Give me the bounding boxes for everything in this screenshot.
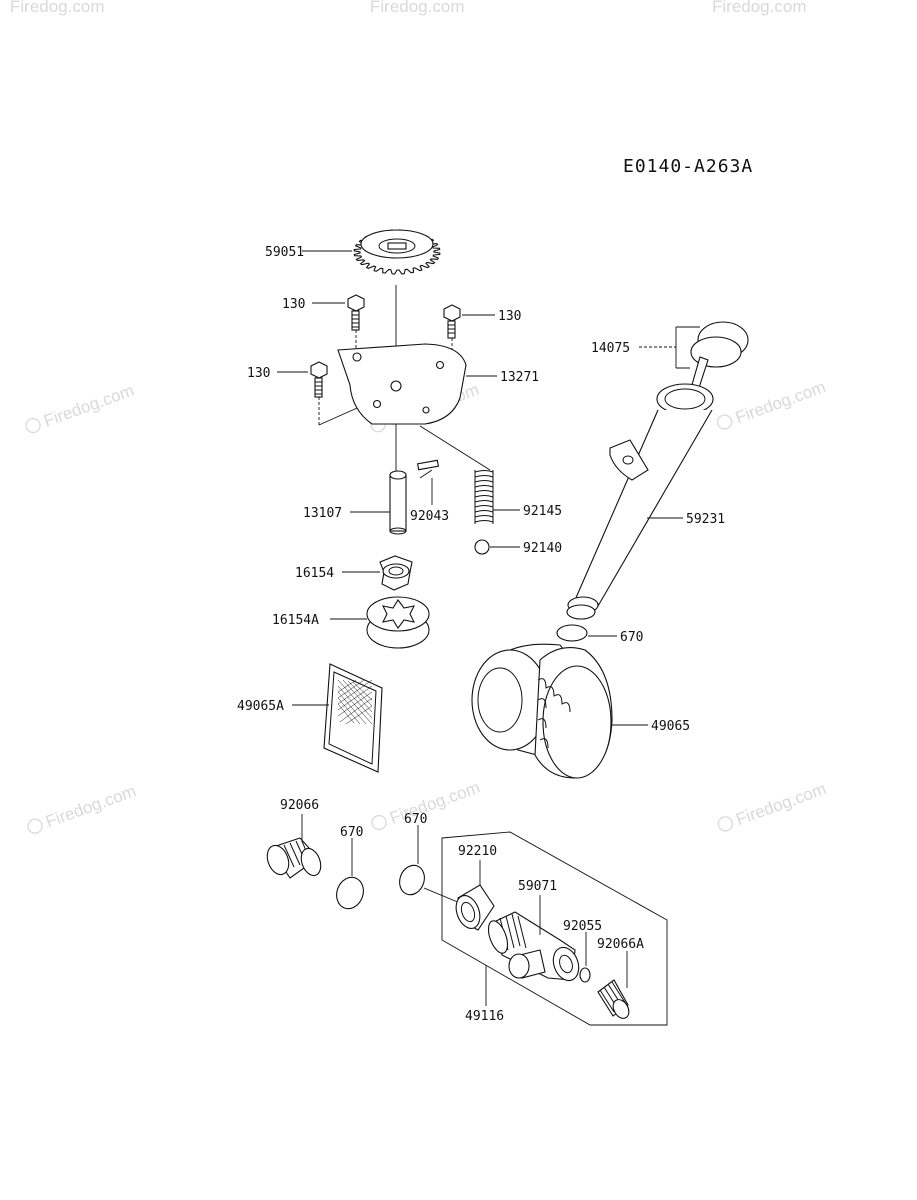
assembly-49116-bracket: 49116 (441, 831, 668, 1026)
label-13271: 13271 (500, 370, 539, 385)
ball-92140: 92140 (474, 539, 562, 556)
plug-92066: 92066 (266, 798, 322, 879)
watermark-top-right: Firedog.com (712, 0, 806, 16)
dipstick-14075: 14075 (591, 321, 749, 398)
svg-text:Firedog.com: Firedog.com (712, 0, 806, 16)
label-49065: 49065 (651, 719, 690, 734)
label-16154A: 16154A (272, 613, 319, 628)
plate-body (337, 343, 467, 425)
svg-text:Firedog.com: Firedog.com (43, 781, 138, 831)
watermark-top-left: Firedog.com (10, 0, 104, 16)
bolt-130-top-left: 130 (282, 294, 365, 362)
svg-text:Firedog.com: Firedog.com (370, 0, 464, 16)
oring-small-92055: 92055 (563, 919, 602, 983)
oring-670-b: 670 (399, 812, 461, 904)
strainer-49065A: 49065A (237, 663, 383, 773)
label-13107: 13107 (303, 506, 342, 521)
svg-text:Firedog.com: Firedog.com (41, 381, 136, 431)
gear-59051: 59051 (265, 229, 441, 275)
plate-13271: 13271 (337, 343, 539, 471)
label-59051: 59051 (265, 245, 304, 260)
label-92055: 92055 (563, 919, 602, 934)
watermark-mid-right: Firedog.com (716, 377, 828, 430)
pipe-joint-59071: 59071 (487, 879, 580, 982)
tube-bracket (609, 439, 649, 481)
watermark-top-center: Firedog.com (370, 0, 464, 16)
label-16154: 16154 (295, 566, 334, 581)
nipple-92066A: 92066A (597, 937, 644, 1019)
label-49116: 49116 (465, 1009, 504, 1024)
svg-text:Firedog.com: Firedog.com (734, 779, 829, 829)
label-670-b: 670 (404, 812, 427, 827)
copyright-icon (716, 414, 733, 430)
outer-rotor-16154A: 16154A (272, 596, 430, 649)
diagram-code: E0140-A263A (623, 156, 753, 177)
watermark-low-left: Firedog.com (27, 781, 139, 834)
copyright-icon (27, 818, 43, 834)
label-130-b: 130 (498, 309, 521, 324)
gear-hole (387, 242, 407, 250)
label-14075: 14075 (591, 341, 630, 356)
pin-92043: 92043 (410, 459, 449, 524)
watermark-low-right: Firedog.com (717, 779, 829, 832)
nut-92210: 92210 (455, 844, 497, 931)
copyright-icon (25, 417, 41, 434)
label-670-a: 670 (340, 825, 363, 840)
svg-text:Firedog.com: Firedog.com (10, 0, 104, 16)
oil-filter-49065: 49065 (471, 643, 690, 779)
inner-rotor-16154: 16154 (295, 555, 413, 591)
label-92043: 92043 (410, 509, 449, 524)
label-670-tube: 670 (620, 630, 643, 645)
label-130-c: 130 (247, 366, 270, 381)
oring-670-tube: 670 (556, 624, 643, 645)
oring-670-a: 670 (336, 825, 364, 910)
label-59231: 59231 (686, 512, 725, 527)
label-130-a: 130 (282, 297, 305, 312)
strainer-mesh (337, 679, 373, 725)
shaft-13107: 13107 (303, 470, 407, 535)
label-92145: 92145 (523, 504, 562, 519)
label-92140: 92140 (523, 541, 562, 556)
spring-92145: 92145 (474, 470, 562, 524)
label-92066A: 92066A (597, 937, 644, 952)
filler-tube-59231: 59231 (566, 383, 725, 620)
copyright-icon (717, 816, 733, 832)
label-59071: 59071 (518, 879, 557, 894)
label-49065A: 49065A (237, 699, 284, 714)
label-92210: 92210 (458, 844, 497, 859)
copyright-icon (371, 814, 387, 831)
watermark-mid-left: Firedog.com (25, 381, 137, 434)
svg-text:Firedog.com: Firedog.com (733, 377, 828, 427)
label-92066: 92066 (280, 798, 319, 813)
svg-text:Firedog.com: Firedog.com (387, 778, 482, 828)
